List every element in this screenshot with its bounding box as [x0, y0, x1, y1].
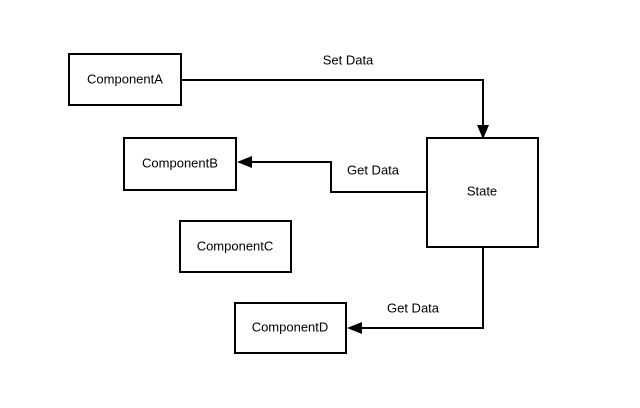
edge-get-data-b: Get Data	[237, 156, 427, 193]
edge-set-data: Set Data	[181, 52, 489, 139]
edge-get-data-b-line	[250, 161, 427, 193]
node-componentD[interactable]: ComponentD	[234, 302, 347, 354]
node-componentA[interactable]: ComponentA	[68, 53, 182, 106]
node-componentD-shape[interactable]	[234, 302, 347, 354]
arrowhead-left-icon	[347, 322, 362, 334]
node-componentD-label: ComponentD	[252, 319, 329, 334]
node-componentC-shape[interactable]	[179, 220, 292, 273]
node-componentB-shape[interactable]	[123, 137, 237, 191]
node-state[interactable]: State	[426, 137, 539, 248]
edge-get-data-d-line	[360, 247, 484, 329]
edge-get-data-d-label: Get Data	[387, 300, 440, 315]
edge-get-data-d: Get Data	[347, 247, 484, 334]
node-componentA-label: ComponentA	[87, 71, 163, 86]
arrowhead-left-icon	[237, 156, 252, 168]
node-componentA-shape[interactable]	[68, 53, 182, 106]
arrowhead-down-icon	[477, 125, 489, 139]
node-componentB[interactable]: ComponentB	[123, 137, 237, 191]
edge-set-data-line	[181, 79, 484, 130]
edge-get-data-b-label: Get Data	[347, 162, 400, 177]
node-state-label: State	[467, 183, 497, 198]
node-componentC-label: ComponentC	[197, 238, 274, 253]
node-componentB-label: ComponentB	[142, 155, 218, 170]
node-componentC[interactable]: ComponentC	[179, 220, 292, 273]
edge-set-data-label: Set Data	[323, 52, 374, 67]
